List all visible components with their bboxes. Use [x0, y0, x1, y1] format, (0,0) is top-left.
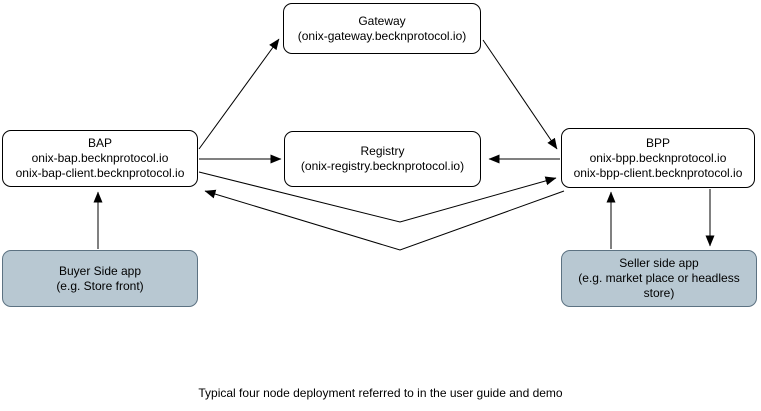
gateway-title: Gateway [358, 13, 406, 28]
node-registry: Registry (onix-registry.becknprotocol.io… [284, 131, 481, 187]
node-gateway: Gateway (onix-gateway.becknprotocol.io) [283, 3, 481, 54]
arrow-gateway-to-bpp [482, 39, 558, 150]
bap-title: BAP [87, 136, 112, 150]
bpp-client-domain: onix-bpp-client.becknprotocol.io [573, 165, 743, 180]
seller-app-subtitle: (e.g. market place or headless store) [578, 271, 740, 300]
buyer-app-subtitle: (e.g. Store front) [56, 278, 144, 293]
arrow-bap-to-bpp [198, 171, 557, 223]
node-bap: BAP onix-bap.becknprotocol.io onix-bap-c… [2, 130, 198, 187]
arrow-bap-to-gateway [198, 38, 280, 150]
node-bpp: BPP onix-bpp.becknprotocol.io onix-bpp-c… [561, 128, 755, 188]
buyer-app-title: Buyer Side app [58, 263, 142, 278]
bap-client-domain: onix-bap-client.becknprotocol.io [15, 166, 185, 180]
bpp-title: BPP [645, 135, 670, 150]
node-buyer-side-app: Buyer Side app (e.g. Store front) [2, 250, 198, 307]
bap-domain: onix-bap.becknprotocol.io [31, 151, 169, 165]
registry-title: Registry [360, 144, 405, 158]
seller-app-title: Seller side app [619, 256, 699, 270]
bpp-domain: onix-bpp.becknprotocol.io [589, 150, 727, 165]
diagram-caption: Typical four node deployment referred to… [198, 386, 563, 400]
node-seller-side-app: Seller side app (e.g. market place or he… [561, 250, 757, 307]
arrow-bpp-to-bap [204, 189, 565, 251]
registry-domain: (onix-registry.becknprotocol.io) [300, 159, 465, 173]
gateway-domain: (onix-gateway.becknprotocol.io) [297, 28, 467, 43]
